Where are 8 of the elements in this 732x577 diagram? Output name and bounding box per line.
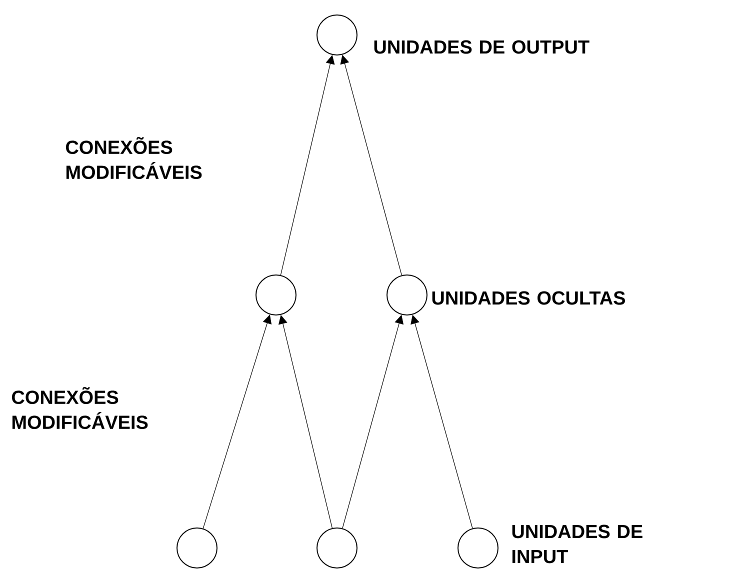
layer-caption: UNIDADES DE INPUT xyxy=(512,524,642,564)
neuron-circle xyxy=(316,528,358,568)
layer-caption: UNIDADES OCULTAS xyxy=(432,291,625,305)
connection-label: CONEXÕES MODIFICÁVEIS xyxy=(66,136,202,180)
layer-caption: UNIDADES DE OUTPUT xyxy=(374,40,590,54)
connection-label: CONEXÕES MODIFICÁVEIS xyxy=(12,386,148,430)
neuron-circle xyxy=(256,274,296,316)
neuron-circle xyxy=(176,528,218,568)
